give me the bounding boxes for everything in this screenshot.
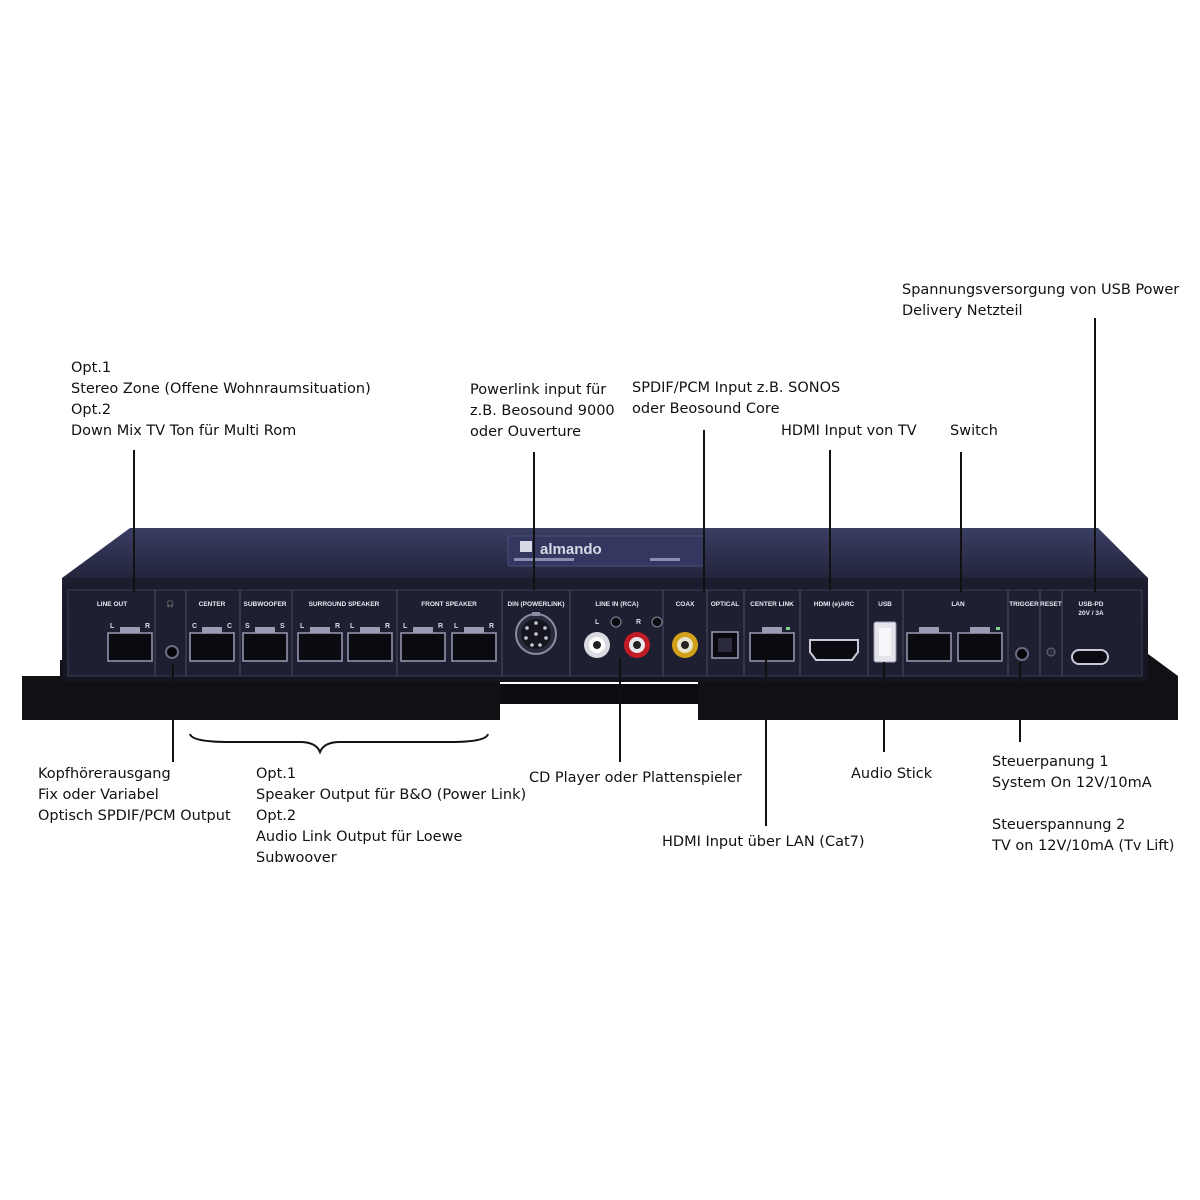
port-label-usb: USB: [878, 601, 892, 608]
svg-text:C: C: [227, 623, 232, 630]
port-label-front: FRONT SPEAKER: [421, 601, 477, 608]
leader-line-hdmi-lan: [765, 660, 767, 826]
rca-jack-left[interactable]: [584, 632, 610, 658]
callout-line-out: Opt.1 Stereo Zone (Offene Wohnraumsituat…: [71, 360, 371, 439]
leader-line-usb-power: [1094, 318, 1096, 592]
port-label-lan: LAN: [951, 601, 965, 608]
leader-line-line-out: [133, 450, 135, 592]
rj45-port-surround-right[interactable]: [347, 632, 393, 662]
rj45-port-subwoofer[interactable]: [242, 632, 288, 662]
port-label-subwoofer: SUBWOOFER: [244, 601, 287, 608]
callout-switch: Switch: [950, 423, 998, 439]
rca-jack-right[interactable]: [624, 632, 650, 658]
port-label-trigger: TRIGGER: [1009, 601, 1039, 608]
callout-powerlink: Powerlink input für z.B. Beosound 9000 o…: [470, 382, 615, 440]
din-connector[interactable]: [515, 612, 557, 655]
svg-text:L: L: [454, 623, 459, 630]
callout-hdmi-tv: HDMI Input von TV: [781, 423, 917, 439]
rj45-port-center[interactable]: [189, 632, 235, 662]
svg-text:R: R: [385, 623, 390, 630]
svg-text:R: R: [438, 623, 443, 630]
rj45-port-front-left[interactable]: [400, 632, 446, 662]
rj45-port-surround-left[interactable]: [297, 632, 343, 662]
callout-usb-power: Spannungsversorgung von USB Power Delive…: [902, 282, 1180, 319]
svg-text:R: R: [636, 619, 641, 626]
reset-button[interactable]: [1046, 647, 1056, 657]
port-label-line-out: LINE OUT: [97, 601, 127, 608]
speaker-output-brace: [189, 733, 489, 755]
port-label-din: DIN (POWERLINK): [507, 601, 564, 608]
coax-jack[interactable]: [672, 632, 698, 658]
callout-cd-player: CD Player oder Plattenspieler: [529, 770, 742, 786]
port-label-optical: OPTICAL: [711, 601, 740, 608]
port-label-usb-pd: USB-PD: [1079, 601, 1104, 608]
svg-text:L: L: [110, 623, 115, 630]
leader-line-powerlink: [533, 452, 535, 590]
headphone-jack[interactable]: [165, 645, 179, 659]
leader-line-cd-player: [619, 658, 621, 762]
svg-text:S: S: [280, 623, 285, 630]
svg-text:L: L: [300, 623, 305, 630]
callout-headphone: Kopfhörerausgang Fix oder Variabel Optis…: [38, 766, 231, 824]
svg-text:R: R: [145, 623, 150, 630]
port-label-headphone: 🎧: [166, 600, 174, 608]
callout-speaker-out: Opt.1 Speaker Output für B&O (Power Link…: [256, 766, 527, 866]
leader-line-hdmi-tv: [829, 450, 831, 590]
rj45-port-front-right[interactable]: [451, 632, 497, 662]
optical-port[interactable]: [711, 631, 739, 659]
leader-line-audio-stick: [883, 662, 885, 752]
callout-spdif: SPDIF/PCM Input z.B. SONOS oder Beosound…: [632, 380, 841, 417]
svg-text:R: R: [335, 623, 340, 630]
hdmi-port[interactable]: [809, 639, 859, 661]
port-label-hdmi: HDMI (e)ARC: [814, 601, 855, 608]
leader-line-switch: [960, 452, 962, 592]
callout-trigger: Steuerpanung 1 System On 12V/10mA Steuer…: [992, 754, 1175, 854]
svg-text:C: C: [192, 623, 197, 630]
port-panel: LINE OUT 🎧 CENTER SUBWOOFER SURROUND SPE…: [62, 578, 1148, 682]
svg-text:L: L: [595, 619, 600, 626]
port-label-usb-pd-spec: 20V / 3A: [1078, 610, 1104, 617]
rj45-port-lan-2[interactable]: [957, 632, 1003, 662]
port-label-center-link: CENTER LINK: [750, 601, 794, 608]
trigger-jack[interactable]: [1015, 647, 1029, 661]
leader-line-trigger: [1019, 662, 1021, 742]
svg-text:S: S: [245, 623, 250, 630]
brand-logo: almando: [540, 541, 602, 558]
svg-text:L: L: [403, 623, 408, 630]
port-label-line-in: LINE IN (RCA): [595, 601, 638, 608]
callout-audio-stick: Audio Stick: [851, 766, 933, 782]
rj45-port-line-out[interactable]: [107, 632, 153, 662]
usb-port[interactable]: [873, 621, 897, 663]
svg-text:L: L: [350, 623, 355, 630]
leader-line-spdif: [703, 430, 705, 592]
svg-text:R: R: [489, 623, 494, 630]
callout-hdmi-lan: HDMI Input über LAN (Cat7): [662, 834, 865, 850]
port-label-surround: SURROUND SPEAKER: [309, 601, 380, 608]
port-label-coax: COAX: [676, 601, 695, 608]
leader-line-headphone: [172, 664, 174, 762]
port-label-reset: RESET: [1040, 601, 1062, 608]
port-label-center: CENTER: [199, 601, 226, 608]
rj45-port-lan-1[interactable]: [906, 632, 952, 662]
rj45-port-center-link[interactable]: [749, 632, 795, 662]
logo-plate: almando: [507, 535, 705, 567]
usb-c-port[interactable]: [1071, 649, 1109, 665]
